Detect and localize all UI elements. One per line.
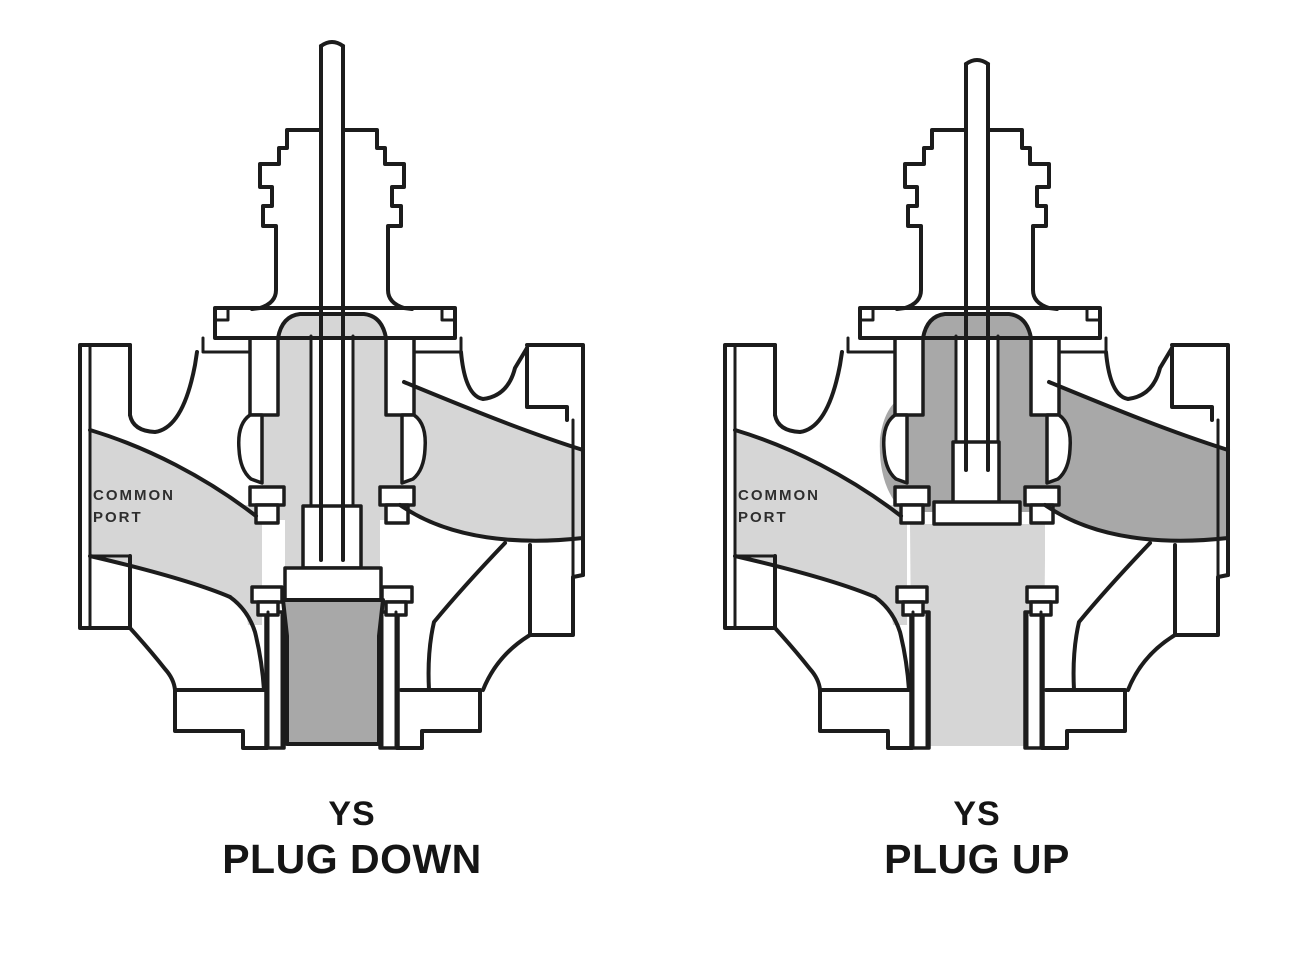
flow-fill-light [735, 430, 1045, 746]
stem-clearance-lines [309, 334, 355, 508]
plug-body-dark [281, 598, 385, 746]
stem-clearance-column [956, 336, 998, 444]
caption-plug-up-model: YS [953, 795, 1001, 833]
plug-assembly-down [281, 504, 385, 746]
stem [964, 58, 990, 472]
common-port-label-line2: PORT [738, 509, 788, 526]
plug-assembly-up [932, 440, 1022, 526]
stem-clearance-column [311, 336, 353, 508]
plug-body [951, 440, 1001, 505]
plug-stem-guide [301, 504, 363, 570]
caption-plug-up-state: PLUG UP [884, 835, 1070, 882]
caption-plug-down-state: PLUG DOWN [222, 835, 482, 882]
common-port-label-line2: PORT [93, 509, 143, 526]
plug-seat-plate [932, 500, 1022, 526]
plug-head [283, 566, 383, 602]
common-port-label-line1: COMMON [93, 487, 175, 504]
common-port-label-line1: COMMON [738, 487, 820, 504]
stem [319, 40, 345, 562]
caption-plug-up: YS PLUG UP [727, 793, 1227, 883]
valve-cross-section-plug-down: COMMON PORT [78, 40, 585, 750]
stem-clearance-lines [954, 334, 1000, 446]
valve-cross-section-plug-up: COMMON PORT [723, 58, 1230, 750]
caption-plug-down-model: YS [328, 795, 376, 833]
caption-plug-down: YS PLUG DOWN [102, 793, 602, 883]
